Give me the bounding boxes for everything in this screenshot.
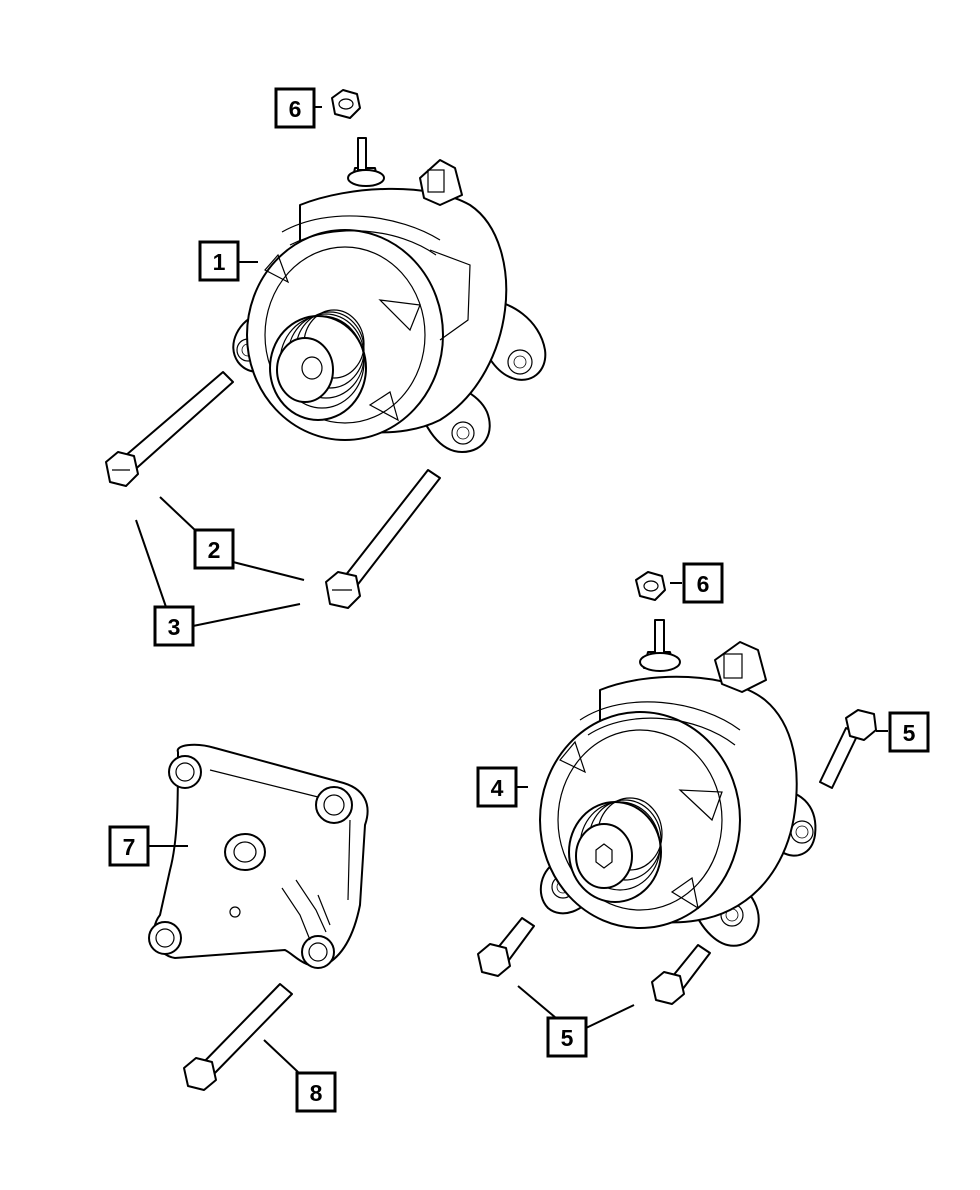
mounting-bracket xyxy=(148,743,369,969)
callout-6-upper-label: 6 xyxy=(289,96,302,122)
callout-5-bottom-label: 5 xyxy=(561,1025,574,1051)
leader-5b xyxy=(517,985,557,1019)
callout-7-label: 7 xyxy=(123,834,136,860)
callout-5-right: 5 xyxy=(888,711,930,753)
callout-6-lower-label: 6 xyxy=(697,571,710,597)
bolt-short-5a xyxy=(819,709,877,789)
leader-3b xyxy=(192,603,301,627)
bolt-long-2 xyxy=(105,371,234,487)
callout-7: 7 xyxy=(108,825,150,867)
callout-3-label: 3 xyxy=(168,614,181,640)
callout-1: 1 xyxy=(198,240,240,282)
alternator-upper xyxy=(232,137,547,453)
callout-4: 4 xyxy=(476,766,518,808)
callout-6-upper: 6 xyxy=(274,87,316,129)
callout-6-lower: 6 xyxy=(682,562,724,604)
leader-2b xyxy=(232,561,305,581)
callout-8-label: 8 xyxy=(310,1080,323,1106)
leader-5c xyxy=(585,1004,635,1029)
bolt-short-5c xyxy=(651,944,711,1005)
callout-5-right-label: 5 xyxy=(903,720,916,746)
callout-4-label: 4 xyxy=(491,775,504,801)
callout-1-label: 1 xyxy=(213,249,226,275)
bolt-long-3 xyxy=(325,469,441,609)
leader-2 xyxy=(159,496,197,532)
callout-3: 3 xyxy=(153,605,195,647)
callout-8: 8 xyxy=(295,1071,337,1113)
nut-lower xyxy=(635,571,666,601)
bolt-long-8 xyxy=(183,983,293,1091)
callout-2: 2 xyxy=(193,528,235,570)
leader-8 xyxy=(263,1039,299,1073)
nut-upper xyxy=(331,89,361,119)
bolt-short-5b xyxy=(477,917,535,977)
leader-3a xyxy=(135,519,167,608)
callout-5-bottom: 5 xyxy=(546,1016,588,1058)
callout-2-label: 2 xyxy=(208,537,221,563)
alternator-lower xyxy=(539,619,817,947)
